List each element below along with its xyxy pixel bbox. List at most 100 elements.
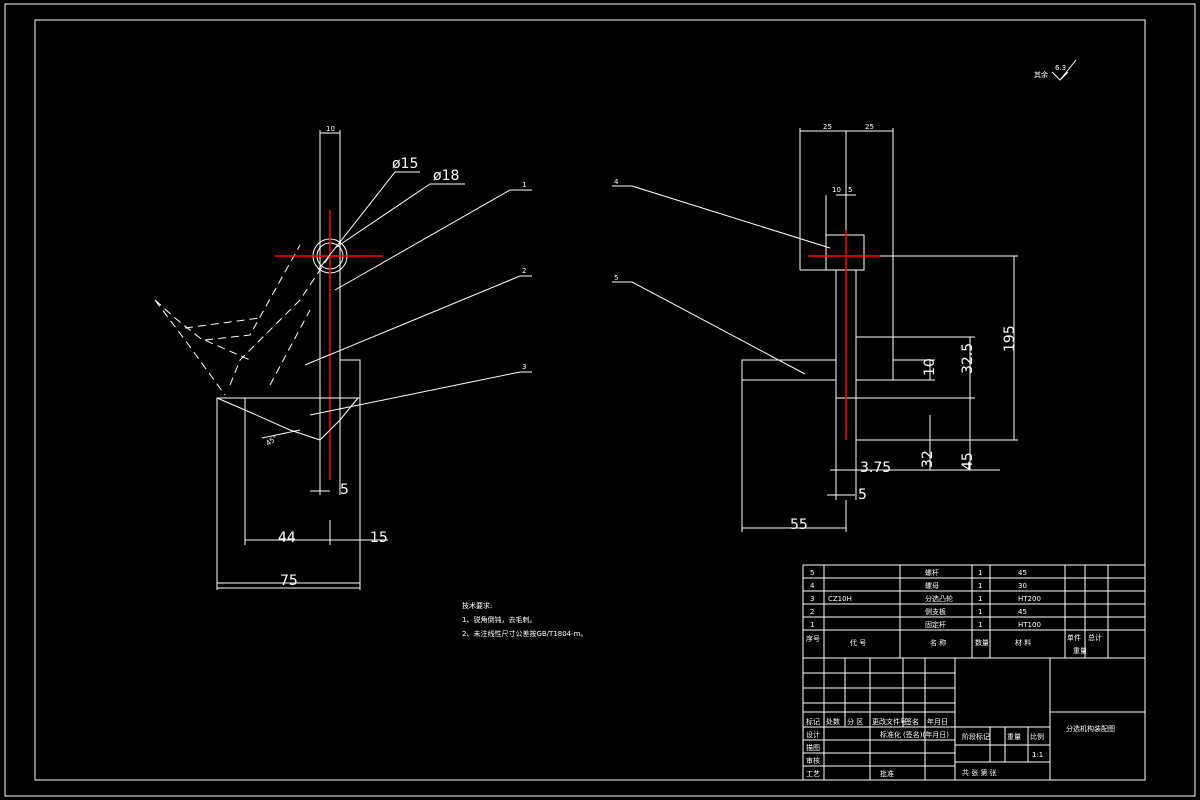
right-view: 25 25 10 5 10 32.5 195 3.75 32 45 5 55 [741,123,1018,533]
dim-55: 55 [790,517,808,533]
hdr-weight: 重量 [1073,647,1087,655]
tb-drawing-name: 分选机构装配图 [1066,724,1115,733]
dia1-label: ø15 [392,156,418,172]
right-leaders: 4 5 [612,178,831,375]
rev-h-3: 分 区 [847,717,863,726]
outer-border [4,3,1196,797]
parts-cell-qty: 1 [978,621,982,629]
mid-dim-b: 5 [848,186,852,194]
dim-lines-right [741,255,1018,532]
tb-design: 设计 [806,730,820,739]
hdr-code: 代 号 [850,638,866,647]
parts-cell-material: 30 [1018,582,1027,590]
notes-title: 技术要求: [462,601,492,610]
cam-profile [216,397,359,441]
dim-10: 10 [922,358,938,376]
nut-block [800,194,865,271]
right-centerline [808,230,880,440]
hdr-no: 序号 [806,634,820,643]
title-block: 标记 处数 分 区 更改文件号 签名 年月日 设计 标准化 (签名)(年月日) … [803,565,1146,781]
dim-45: 45 [960,452,976,470]
parts-cell-no: 4 [810,582,815,590]
tb-standard: 标准化 [880,730,901,739]
inner-border [34,19,1146,781]
parts-cell-qty: 1 [978,608,982,616]
roughness-prefix: 其余 [1034,70,1048,79]
cam-angle-mark [261,429,301,439]
dim-32: 32 [920,450,936,468]
hdr-unit: 单件 [1067,633,1081,642]
dim-44: 44 [278,530,296,546]
tb-sign-date: (签名)(年月日) [903,730,949,739]
dim-75: 75 [280,573,298,589]
parts-cell-no: 2 [810,608,814,616]
parts-cell-no: 1 [810,621,814,629]
rev-h-4: 更改文件号 [872,717,907,726]
parts-cell-material: 45 [1018,569,1027,577]
side-plate [741,336,894,381]
hdr-name: 名 称 [930,638,946,647]
parts-cell-qty: 1 [978,569,982,577]
tb-approve: 批准 [880,769,894,778]
left-leaders: 1 2 3 [304,181,532,416]
hdr-qty: 数量 [975,638,989,647]
hdr-material: 材 料 [1015,638,1031,647]
parts-cell-name: 螺母 [925,581,939,590]
hdr-total: 总计 [1088,633,1102,642]
leader-5: 5 [614,274,618,282]
leader-2: 2 [522,267,526,275]
dim-5: 5 [340,482,349,498]
left-view: 10 45° ø15 ø18 5 44 15 75 [154,125,465,590]
parts-cell-name: 分选凸轮 [925,594,953,603]
technical-notes: 技术要求: 1、锐角倒钝，去毛刺。 2、未注线性尺寸公差按GB/T1804-m。 [462,601,587,638]
dim-3-75: 3.75 [860,460,891,476]
parts-grid [802,564,1145,780]
notes-line-1: 1、锐角倒钝，去毛刺。 [462,615,536,624]
dim-15: 15 [370,530,388,546]
surface-roughness-mark: 其余 6.3 [1034,59,1077,81]
rev-h-2: 处数 [826,717,840,726]
tb-sheets: 共 张 第 张 [962,768,997,777]
parts-cell-name: 螺杆 [925,568,939,577]
parts-cell-material: HT200 [1018,595,1041,603]
mid-dim-a: 10 [832,186,841,194]
parts-cell-no: 5 [810,569,814,577]
top-dims [799,128,894,337]
base-block [216,359,361,589]
angle-label: 45° [265,434,280,448]
parts-cell-no: 3 [810,595,814,603]
tb-draw: 描图 [806,743,820,752]
title-grid [803,565,1146,781]
tb-stage: 阶段标记 [962,732,990,741]
parts-cell-material: HT100 [1018,621,1041,629]
leader-lines-left [304,189,532,416]
dia2-label: ø18 [433,168,459,184]
dim-5-right: 5 [858,487,867,503]
top-dim [319,130,341,136]
vertical-rod [319,135,341,495]
parts-cell-name: 侧支板 [925,607,946,616]
parts-cell-name: 固定杆 [925,620,946,629]
tb-check: 审核 [806,756,820,765]
parts-cell-qty: 1 [978,582,982,590]
rev-h-5: 签名 [905,717,919,726]
parts-cell-material: 45 [1018,608,1027,616]
phantom-arm [154,244,331,396]
dim-lines-left [216,490,388,590]
tb-scale: 比例 [1030,732,1044,741]
top-dim-b: 25 [865,123,874,131]
leader-1: 1 [522,181,526,189]
roughness-symbol [1051,59,1077,81]
tb-scale-value: 1:1 [1032,751,1043,759]
dia-leaders [317,171,465,271]
tb-mass: 重量 [1007,733,1021,741]
dim-195: 195 [1002,325,1018,352]
tb-process: 工艺 [806,770,820,778]
parts-cell-qty: 1 [978,595,982,603]
notes-line-2: 2、未注线性尺寸公差按GB/T1804-m。 [462,629,587,638]
dim-32-5: 32.5 [960,343,976,374]
rev-h-6: 年月日 [927,717,948,726]
parts-cell-code: CZ10H [828,595,852,603]
